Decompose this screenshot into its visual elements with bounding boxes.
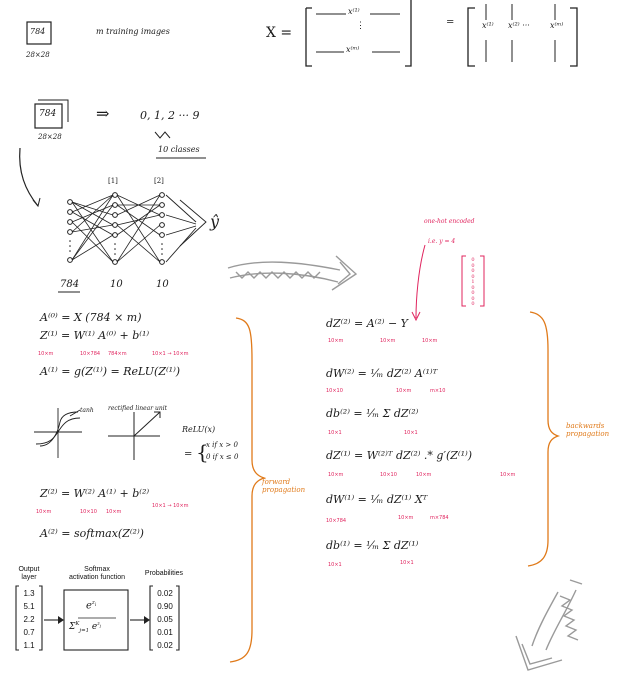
softmax-numerator: ezi xyxy=(86,600,97,612)
input-size-label: 784 xyxy=(30,27,46,36)
backward-propagation-label: backwards propagation xyxy=(566,422,610,439)
db1-dim-lhs: 10×1 xyxy=(328,562,342,568)
relu-def-case1: x if x > 0 xyxy=(206,441,238,449)
ten-classes-label: 10 classes xyxy=(158,145,200,154)
eq-a0: A⁽⁰⁾ = X (784 × m) xyxy=(40,311,142,324)
digit-classes: 0, 1, 2 ··· 9 xyxy=(140,109,200,122)
dz1-dim-w: 10×10 xyxy=(380,472,397,478)
matrix-col-last: x⁽ᵐ⁾ xyxy=(550,21,564,30)
eq-a1: A⁽¹⁾ = g(Z⁽¹⁾) = ReLU(Z⁽¹⁾) xyxy=(40,365,181,378)
probabilities-label: Probabilities xyxy=(144,570,184,577)
relu-title: rectified linear unit xyxy=(108,405,168,412)
output-vector: 0.02 0.90 0.05 0.01 0.02 xyxy=(153,587,177,652)
z1-dim-b: 10×1 → 10×m xyxy=(152,351,189,357)
eq-z2: Z⁽²⁾ = W⁽²⁾ A⁽¹⁾ + b⁽²⁾ xyxy=(40,487,150,500)
matrix-row-dots: ⋮ xyxy=(356,21,365,31)
z2-dim-w: 10×10 xyxy=(80,509,97,515)
layer1-tag: [1] xyxy=(108,177,118,185)
input-value: 1.3 xyxy=(23,589,35,598)
matrix-row-first: x⁽¹⁾ xyxy=(348,7,360,16)
dw2-dim-a: m×10 xyxy=(430,388,446,394)
output-value: 0.90 xyxy=(157,602,173,611)
db1-dim-rhs: 10×1 xyxy=(400,560,414,566)
db2-dim-rhs: 10×1 xyxy=(404,430,418,436)
dw2-dim-lhs: 10×10 xyxy=(326,388,343,394)
softmax-denominator: ΣKj=1 ezj xyxy=(69,621,102,634)
eq-dz1: dZ⁽¹⁾ = W⁽²⁾ᵀ dZ⁽²⁾ .* g′(Z⁽¹⁾) xyxy=(326,449,473,462)
dw1-dim-x: m×784 xyxy=(430,515,449,521)
one-hot-label: one-hot encoded xyxy=(424,218,475,225)
relu-def-case2: 0 if x ≤ 0 xyxy=(206,453,239,461)
eq-dw2: dW⁽²⁾ = ¹⁄ₘ dZ⁽²⁾ A⁽¹⁾ᵀ xyxy=(326,367,438,380)
relu-def-head: ReLU(x) xyxy=(182,425,216,434)
eq-db1: db⁽¹⁾ = ¹⁄ₘ Σ dZ⁽¹⁾ xyxy=(326,539,419,552)
output-value: 0.01 xyxy=(157,628,173,637)
m-training-label: m training images xyxy=(96,27,170,36)
eq-z1: Z⁽¹⁾ = W⁽¹⁾ A⁽⁰⁾ + b⁽¹⁾ xyxy=(40,329,150,342)
eq-dw1: dW⁽¹⁾ = ¹⁄ₘ dZ⁽¹⁾ Xᵀ xyxy=(326,493,428,506)
z1-dim-lhs: 10×m xyxy=(38,351,54,357)
dz1-dim-g: 10×m xyxy=(500,472,516,478)
dw1-dim-lhs: 10×784 xyxy=(326,518,347,524)
layer2-size: 10 xyxy=(156,279,169,290)
input-value: 1.1 xyxy=(23,641,35,650)
eq-a2: A⁽²⁾ = softmax(Z⁽²⁾) xyxy=(40,527,144,540)
output-value: 0.05 xyxy=(157,615,173,624)
input-value: 5.1 xyxy=(23,602,35,611)
z1-dim-w: 10×784 xyxy=(80,351,101,357)
implies-arrow: ⇒ xyxy=(96,104,110,123)
z2-dim-b: 10×1 → 10×m xyxy=(152,503,189,509)
matrix-col-second: x⁽²⁾ ··· xyxy=(508,21,530,30)
dz2-dim-a: 10×m xyxy=(380,338,396,344)
dz2-dim-y: 10×m xyxy=(422,338,438,344)
tanh-label: tanh xyxy=(80,407,94,414)
db2-dim-lhs: 10×1 xyxy=(328,430,342,436)
one-hot-example: i.e. y = 4 xyxy=(428,238,456,245)
output-layer-label: Output layer xyxy=(18,566,40,582)
input-size-label-2: 784 xyxy=(39,109,57,119)
dw2-dim-dz: 10×m xyxy=(396,388,412,394)
input-dim-label-2: 28×28 xyxy=(38,133,62,141)
z1-dim-a: 784×m xyxy=(108,351,127,357)
input-vector: 1.3 5.1 2.2 0.7 1.1 xyxy=(19,587,39,652)
forward-propagation-label: forward propagation xyxy=(262,478,306,495)
eq-dz2: dZ⁽²⁾ = A⁽²⁾ − Y xyxy=(326,317,408,330)
output-value: 0.02 xyxy=(157,589,173,598)
y-hat: ŷ xyxy=(210,212,220,231)
softmax-function-label: Softmax activation function xyxy=(68,566,126,582)
dz1-dim-dz: 10×m xyxy=(416,472,432,478)
z2-dim-lhs: 10×m xyxy=(36,509,52,515)
matrix-col-first: x⁽¹⁾ xyxy=(482,21,494,30)
z2-dim-a: 10×m xyxy=(106,509,122,515)
eq-db2: db⁽²⁾ = ¹⁄ₘ Σ dZ⁽²⁾ xyxy=(326,407,419,420)
layer2-tag: [2] xyxy=(154,177,164,185)
relu-def-brace: { xyxy=(196,440,209,464)
input-dim-label: 28×28 xyxy=(26,51,50,59)
input-value: 0.7 xyxy=(23,628,35,637)
dz2-dim-lhs: 10×m xyxy=(328,338,344,344)
relu-def-equals: = xyxy=(184,449,193,460)
layer0-size: 784 xyxy=(60,279,80,290)
equals-sign: = xyxy=(446,17,455,28)
dz1-dim-lhs: 10×m xyxy=(328,472,344,478)
x-equals: X = xyxy=(266,25,293,41)
matrix-row-last: x⁽ᵐ⁾ xyxy=(346,45,360,54)
dw1-dim-dz: 10×m xyxy=(398,515,414,521)
layer1-size: 10 xyxy=(110,279,123,290)
input-value: 2.2 xyxy=(23,615,35,624)
output-value: 0.02 xyxy=(157,641,173,650)
